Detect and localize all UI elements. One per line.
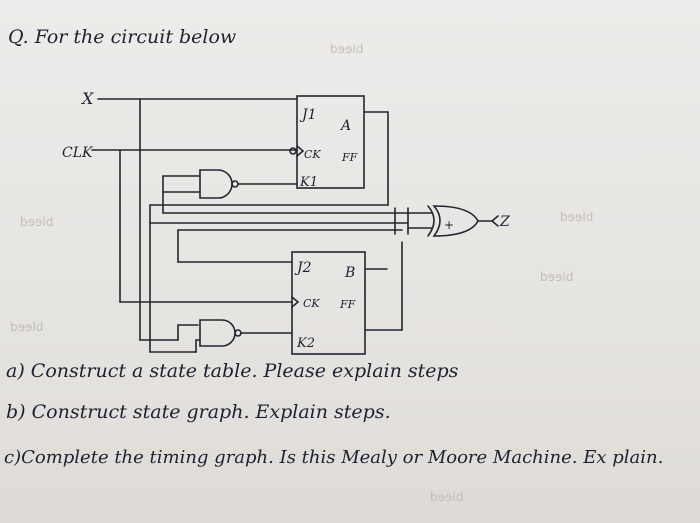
ff-b-ff: FF [339, 298, 356, 311]
flip-flop-b [291, 251, 366, 355]
xor-mark: + [444, 218, 454, 232]
input-clk-label: CLK [62, 145, 94, 161]
ff-a-ck: CK [304, 148, 321, 161]
ff-b-ck: CK [303, 297, 320, 310]
ff-b-q: B [344, 265, 355, 281]
question-part-a: a) Construct a state table. Please expla… [6, 360, 459, 382]
ff-a-ff: FF [341, 151, 358, 164]
and-gate-2 [199, 319, 236, 347]
ff-a-clock-bubble [296, 145, 305, 157]
wire-x [97, 98, 298, 341]
ff-a-q: A [339, 118, 351, 134]
wire-b-out [177, 229, 403, 331]
question-title: Q. For the circuit below [8, 26, 237, 48]
question-part-b: b) Construct state graph. Explain steps. [6, 401, 391, 423]
ff-a-j: J1 [299, 107, 317, 123]
question-part-c: c)Complete the timing graph. Is this Mea… [4, 447, 664, 468]
output-z-label: Z [499, 214, 510, 230]
ff-b-j: J2 [294, 260, 312, 276]
xor-gate [427, 205, 479, 237]
input-x-label: X [80, 89, 94, 108]
flip-flop-a [296, 95, 365, 189]
ff-a-k: K1 [299, 175, 318, 190]
and-gate-1 [199, 169, 233, 199]
wire-a-out [149, 111, 389, 353]
wire-clk [91, 149, 298, 303]
ff-b-k: K2 [296, 336, 315, 351]
ff-b-clock-bubble [291, 296, 300, 308]
